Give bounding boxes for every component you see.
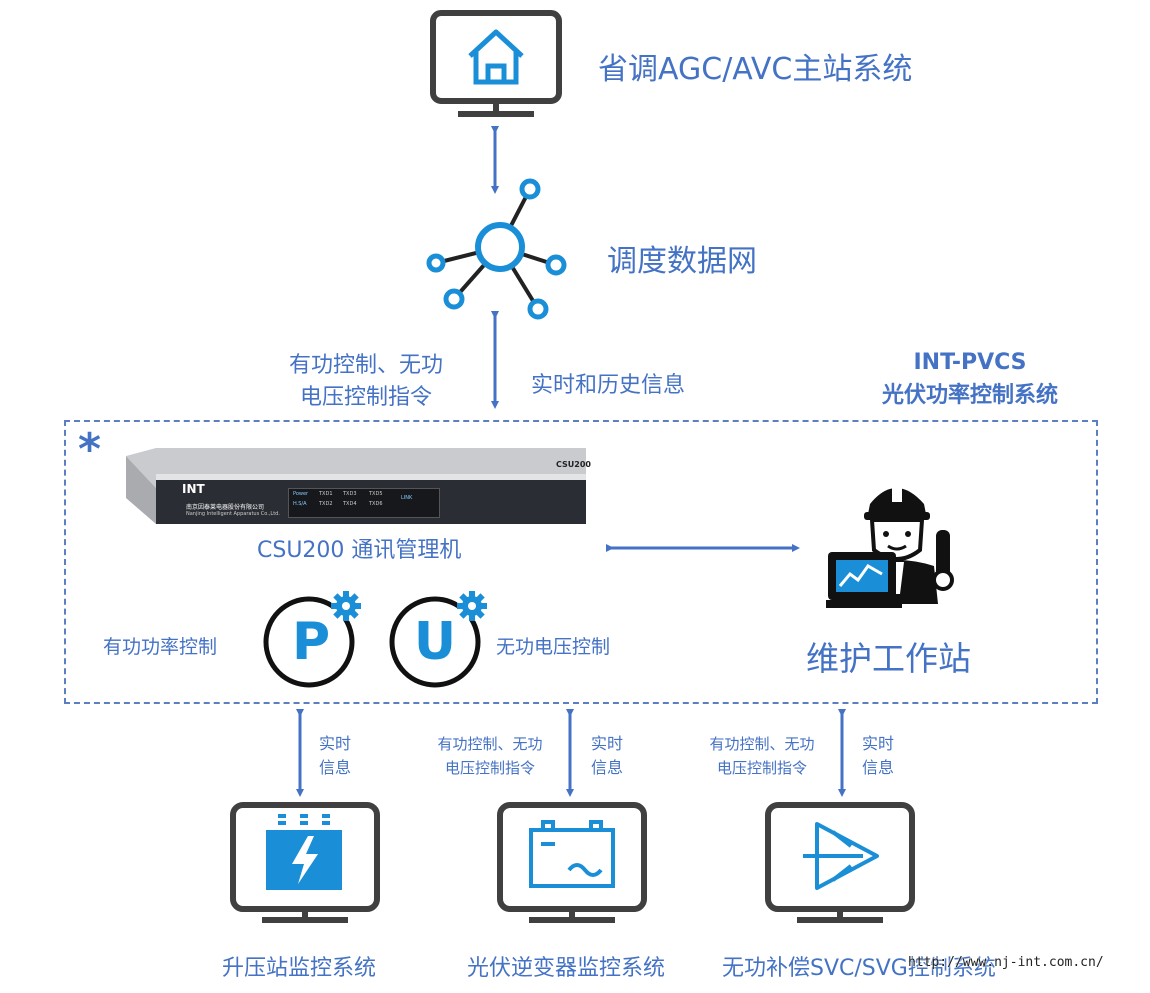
network-icon xyxy=(426,178,567,320)
inverter-command-text: 有功控制、无功 电压控制指令 xyxy=(420,732,560,780)
inverter-info-line2: 信息 xyxy=(590,758,623,777)
reactive-voltage-control-icon xyxy=(389,591,487,688)
left-command-text: 有功控制、无功 电压控制指令 xyxy=(266,350,466,414)
led-label-txd1: TXD1 xyxy=(319,491,333,497)
device-led-panel: Power H.S/A TXD1 TXD2 TXD3 TXD4 TXD5 TXD… xyxy=(288,488,440,518)
arrow-system-inverter xyxy=(566,709,574,797)
master-station-monitor-icon xyxy=(430,10,562,117)
svc-info-line2: 信息 xyxy=(861,758,894,777)
svc-icon xyxy=(765,802,915,923)
active-power-letter: P xyxy=(291,612,331,672)
inverter-command-line2: 电压控制指令 xyxy=(444,759,535,777)
system-title: INT-PVCS 光伏功率控制系统 xyxy=(850,346,1090,412)
asterisk-mark: * xyxy=(78,424,102,475)
inverter-icon xyxy=(497,802,647,923)
realtime-history-label: 实时和历史信息 xyxy=(531,373,686,398)
reactive-voltage-letter: U xyxy=(413,612,457,672)
csu200-device-image: INT CSU200 南京因泰莱电器股份有限公司 Nanjing Intelli… xyxy=(126,448,591,524)
engineer-workstation-icon xyxy=(826,478,954,608)
led-label-power: Power xyxy=(293,491,309,497)
led-label-txd5: TXD5 xyxy=(369,491,383,497)
substation-info-line2: 信息 xyxy=(318,758,351,777)
inverter-info-text: 实时 信息 xyxy=(584,732,630,780)
led-label-link: LINK xyxy=(401,495,413,501)
device-company-en: Nanjing Intelligent Apparatus Co.,Ltd. xyxy=(186,511,280,517)
led-label-txd4: TXD4 xyxy=(343,501,357,507)
led-label-txd3: TXD3 xyxy=(343,491,357,497)
led-label-hsa: H.S/A xyxy=(293,501,307,507)
active-power-control-icon xyxy=(263,591,361,688)
url-watermark: http://www.nj-int.com.cn/ xyxy=(908,955,1104,970)
substation-info-text: 实时 信息 xyxy=(312,732,358,780)
svc-info-text: 实时 信息 xyxy=(855,732,901,780)
device-company-cn: 南京因泰莱电器股份有限公司 xyxy=(186,504,265,511)
svc-command-line2: 电压控制指令 xyxy=(716,759,807,777)
led-label-txd6: TXD6 xyxy=(369,501,383,507)
led-label-txd2: TXD2 xyxy=(319,501,333,507)
arrow-network-system xyxy=(491,311,499,409)
arrow-system-substation xyxy=(296,709,304,797)
substation-info-line1: 实时 xyxy=(318,734,351,753)
substation-icon xyxy=(230,802,380,923)
arrow-system-svc xyxy=(838,709,846,797)
system-title-line1: INT-PVCS xyxy=(913,350,1027,375)
device-model-badge: CSU200 xyxy=(556,460,591,469)
reactive-voltage-control-label: 无功电压控制 xyxy=(496,636,611,658)
inverter-command-line1: 有功控制、无功 xyxy=(437,735,543,753)
device-brand: INT xyxy=(182,482,205,496)
workstation-label: 维护工作站 xyxy=(806,639,971,678)
network-label: 调度数据网 xyxy=(607,244,757,279)
svc-command-line1: 有功控制、无功 xyxy=(709,735,815,753)
svc-system-label: 无功补偿SVC/SVG控制系统 xyxy=(722,956,996,981)
system-title-line2: 光伏功率控制系统 xyxy=(881,383,1058,408)
system-boundary-box xyxy=(64,420,1098,704)
active-power-control-label: 有功功率控制 xyxy=(103,636,218,658)
arrow-device-workstation xyxy=(606,544,800,552)
svc-command-text: 有功控制、无功 电压控制指令 xyxy=(692,732,832,780)
master-station-label: 省调AGC/AVC主站系统 xyxy=(598,52,913,87)
left-command-line1: 有功控制、无功 xyxy=(288,353,443,378)
left-command-line2: 电压控制指令 xyxy=(299,385,432,410)
inverter-system-label: 光伏逆变器监控系统 xyxy=(467,956,666,981)
inverter-info-line1: 实时 xyxy=(590,734,623,753)
substation-system-label: 升压站监控系统 xyxy=(222,956,377,981)
arrow-master-network xyxy=(491,126,499,194)
svc-info-line1: 实时 xyxy=(861,734,894,753)
device-name-label: CSU200 通讯管理机 xyxy=(257,538,462,563)
